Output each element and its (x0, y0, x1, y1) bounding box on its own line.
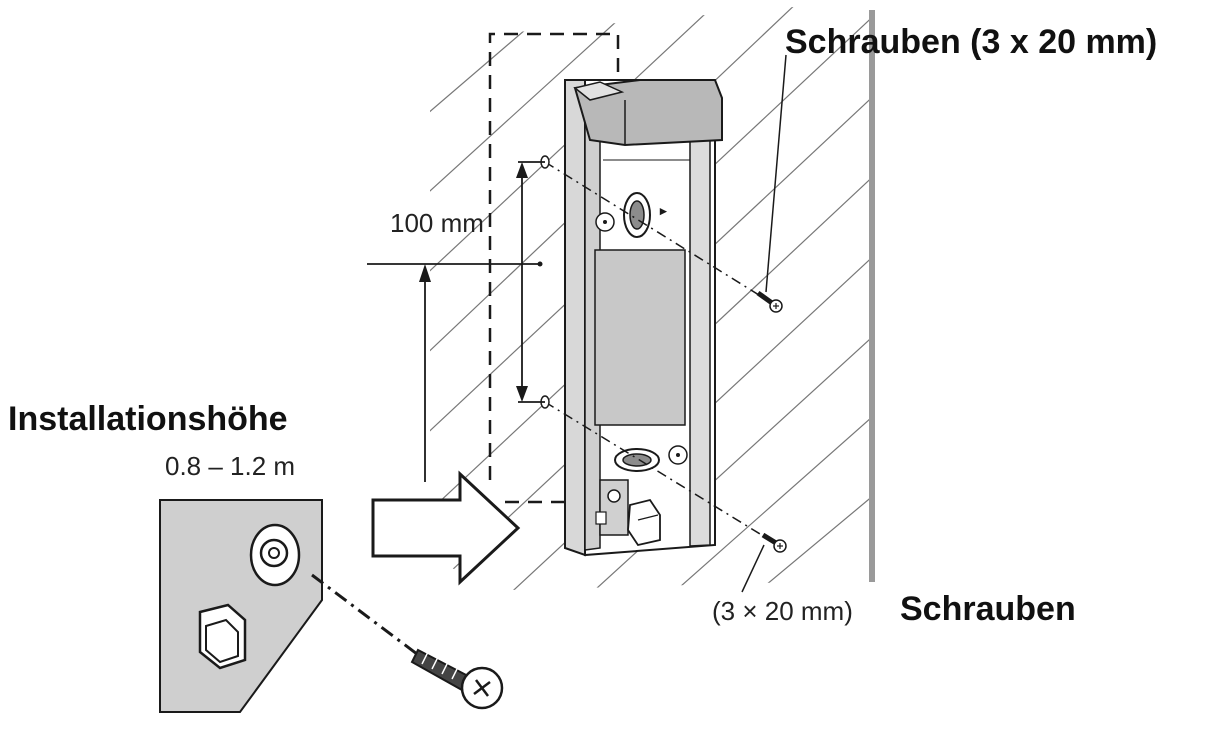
keyhole-slot-icon-top (623, 192, 651, 238)
dashed-outline (488, 32, 620, 480)
leader-bottom-screw (741, 544, 765, 593)
device-backplate: ▸ (564, 79, 723, 557)
dimension-label: 100 mm (390, 208, 484, 238)
block-arrow-right-icon (371, 470, 521, 586)
leader-top-screw (765, 54, 787, 293)
install-height-value: 0.8 – 1.2 m (165, 451, 295, 481)
screw-icon-bottom (761, 532, 787, 553)
screws-bottom-word-label: Schrauben (900, 590, 1076, 628)
screw-path-lines (544, 161, 779, 546)
svg-text:▸: ▸ (659, 203, 668, 218)
screw-icon-detail (410, 648, 504, 710)
plug-icon-detail (198, 603, 247, 670)
screws-top-label: Schrauben (3 x 20 mm) (785, 23, 1157, 61)
install-height-title: Installationshöhe (8, 400, 288, 438)
screws-bottom-size-label: (3 × 20 mm) (712, 596, 853, 626)
detail-screw-path (311, 573, 426, 662)
dimension-100mm (516, 161, 545, 403)
detail-inset (159, 499, 504, 713)
keyhole-slot-icon-detail (249, 523, 301, 587)
screw-icon-top (756, 290, 783, 313)
keyhole-slot-icon-bottom (614, 448, 660, 472)
dimension-install-height (367, 261, 543, 482)
